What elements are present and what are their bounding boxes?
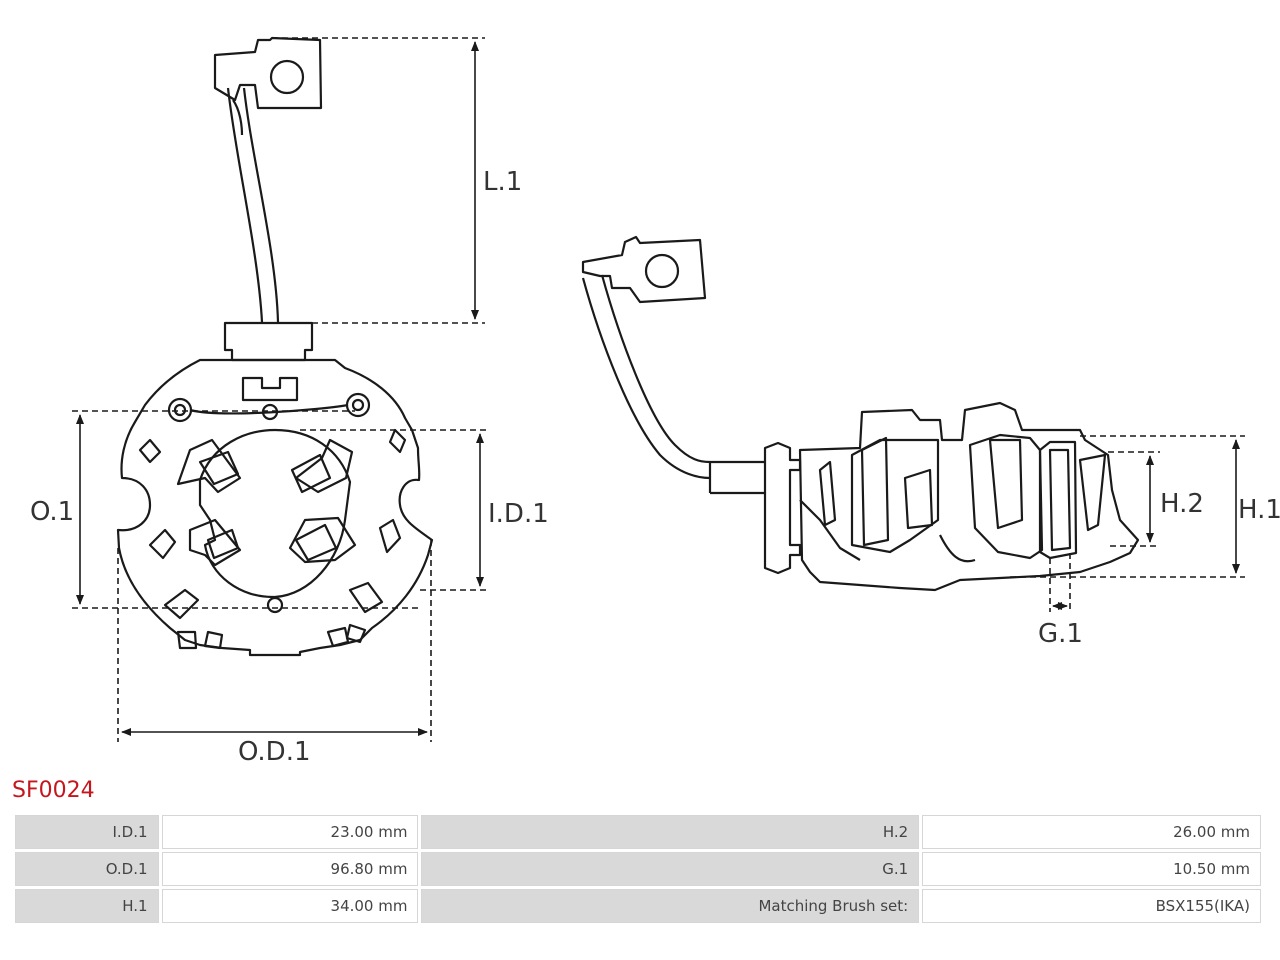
spec-label: G.1 xyxy=(421,852,920,886)
side-body xyxy=(798,401,1140,592)
spec-value: 26.00 mm xyxy=(922,815,1261,849)
table-row: O.D.1 96.80 mm G.1 10.50 mm xyxy=(15,852,1261,886)
side-lead-wire xyxy=(581,277,711,480)
front-view xyxy=(116,36,434,657)
wire-connector xyxy=(223,321,314,362)
rivet-bottom xyxy=(266,596,284,614)
mount-boss-left xyxy=(167,397,193,423)
label-h2: H.2 xyxy=(1160,489,1204,519)
spec-table: I.D.1 23.00 mm H.2 26.00 mm O.D.1 96.80 … xyxy=(12,812,1264,926)
mount-boss-right xyxy=(345,392,371,418)
label-od1: O.D.1 xyxy=(238,737,311,767)
brush-pocket xyxy=(288,516,357,564)
commutator-bore xyxy=(198,428,352,599)
part-code: SF0024 xyxy=(12,778,95,803)
spec-value: 10.50 mm xyxy=(922,852,1261,886)
technical-drawing: L.1 O.1 I.D.1 O.D.1 xyxy=(30,36,1280,767)
table-row: H.1 34.00 mm Matching Brush set: BSX155(… xyxy=(15,889,1261,923)
spec-value: BSX155(IKA) xyxy=(922,889,1261,923)
side-view xyxy=(581,235,1140,592)
lead-wire xyxy=(226,87,264,323)
spec-label: Matching Brush set: xyxy=(421,889,920,923)
spec-value: 23.00 mm xyxy=(161,815,419,849)
label-h1: H.1 xyxy=(1238,495,1280,525)
brush-pocket xyxy=(176,438,242,494)
label-g1: G.1 xyxy=(1038,619,1083,649)
terminal-lug xyxy=(213,36,323,110)
spec-label: H.2 xyxy=(421,815,920,849)
side-brush-holder xyxy=(850,438,940,554)
brush-pocket xyxy=(188,518,242,567)
front-dimensions xyxy=(72,37,490,742)
spec-label: H.1 xyxy=(15,889,159,923)
side-dimensions xyxy=(1010,435,1245,612)
side-terminal-lug xyxy=(581,235,707,304)
side-brush xyxy=(1038,440,1078,560)
side-plug xyxy=(763,441,802,575)
table-row: I.D.1 23.00 mm H.2 26.00 mm xyxy=(15,815,1261,849)
label-o1: O.1 xyxy=(30,497,74,527)
side-brush-holder xyxy=(968,433,1044,560)
spec-label: I.D.1 xyxy=(15,815,159,849)
label-id1: I.D.1 xyxy=(488,499,549,529)
terminal-hole xyxy=(269,59,305,95)
spec-value: 34.00 mm xyxy=(161,889,419,923)
spec-label: O.D.1 xyxy=(15,852,159,886)
holder-outline xyxy=(116,358,434,657)
label-l1: L.1 xyxy=(483,167,522,197)
spec-value: 96.80 mm xyxy=(161,852,419,886)
